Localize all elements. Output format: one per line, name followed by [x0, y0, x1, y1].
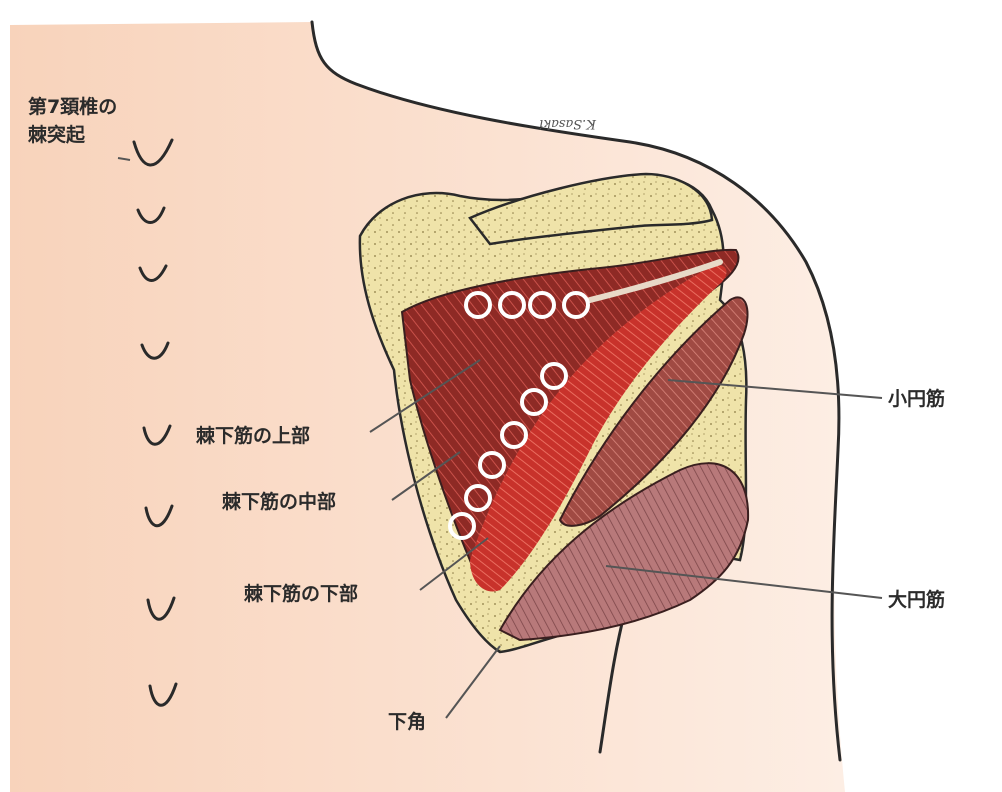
leader-lines [117, 157, 883, 719]
spinous-process-marks [132, 138, 178, 707]
label-teres-major: 大円筋 [888, 588, 945, 611]
leader-teres-major [605, 565, 883, 599]
point-marker [528, 291, 556, 319]
point-marker [448, 512, 476, 540]
point-marker [500, 421, 528, 449]
point-marker [562, 291, 590, 319]
spinous-mark-5 [142, 424, 172, 446]
point-marker [464, 484, 492, 512]
body-outline [310, 20, 842, 762]
teres-major-muscle [498, 462, 750, 642]
label-infraspinatus-middle: 棘下筋の中部 [222, 490, 336, 513]
point-marker [464, 291, 492, 319]
teres-minor-muscle [558, 296, 749, 527]
point-marker [520, 388, 548, 416]
point-marker [478, 451, 506, 479]
leader-infra-lower [419, 537, 489, 591]
point-marker [540, 362, 568, 390]
label-c7-line2: 棘突起 [28, 123, 86, 146]
spinous-mark-3 [138, 264, 168, 282]
point-marker [498, 291, 526, 319]
leader-infra-upper [369, 359, 481, 433]
label-inferior-angle: 下角 [388, 710, 426, 733]
acromion [468, 172, 714, 246]
label-infraspinatus-upper: 棘下筋の上部 [196, 424, 310, 447]
label-infraspinatus-lower: 棘下筋の下部 [244, 582, 358, 605]
spinous-mark-6 [144, 504, 174, 528]
leader-teres-minor [667, 379, 883, 399]
point-markers [448, 291, 590, 540]
spinous-mark-7 [146, 596, 176, 621]
label-teres-minor: 小円筋 [888, 387, 945, 410]
label-c7-line1: 第7頚椎の [28, 95, 117, 118]
leader-c7 [117, 157, 131, 161]
spinous-mark-4 [140, 341, 170, 360]
artist-signature: K.Sasaki [539, 116, 597, 131]
spinous-mark-8 [148, 682, 178, 707]
leader-inferior-angle [445, 645, 501, 719]
spinous-mark-c7 [132, 138, 174, 167]
infraspinatus-bright-band [470, 264, 727, 592]
leader-infra-middle [391, 451, 461, 501]
spinous-mark-2 [136, 206, 166, 224]
infraspinatus-tendon [587, 259, 723, 303]
